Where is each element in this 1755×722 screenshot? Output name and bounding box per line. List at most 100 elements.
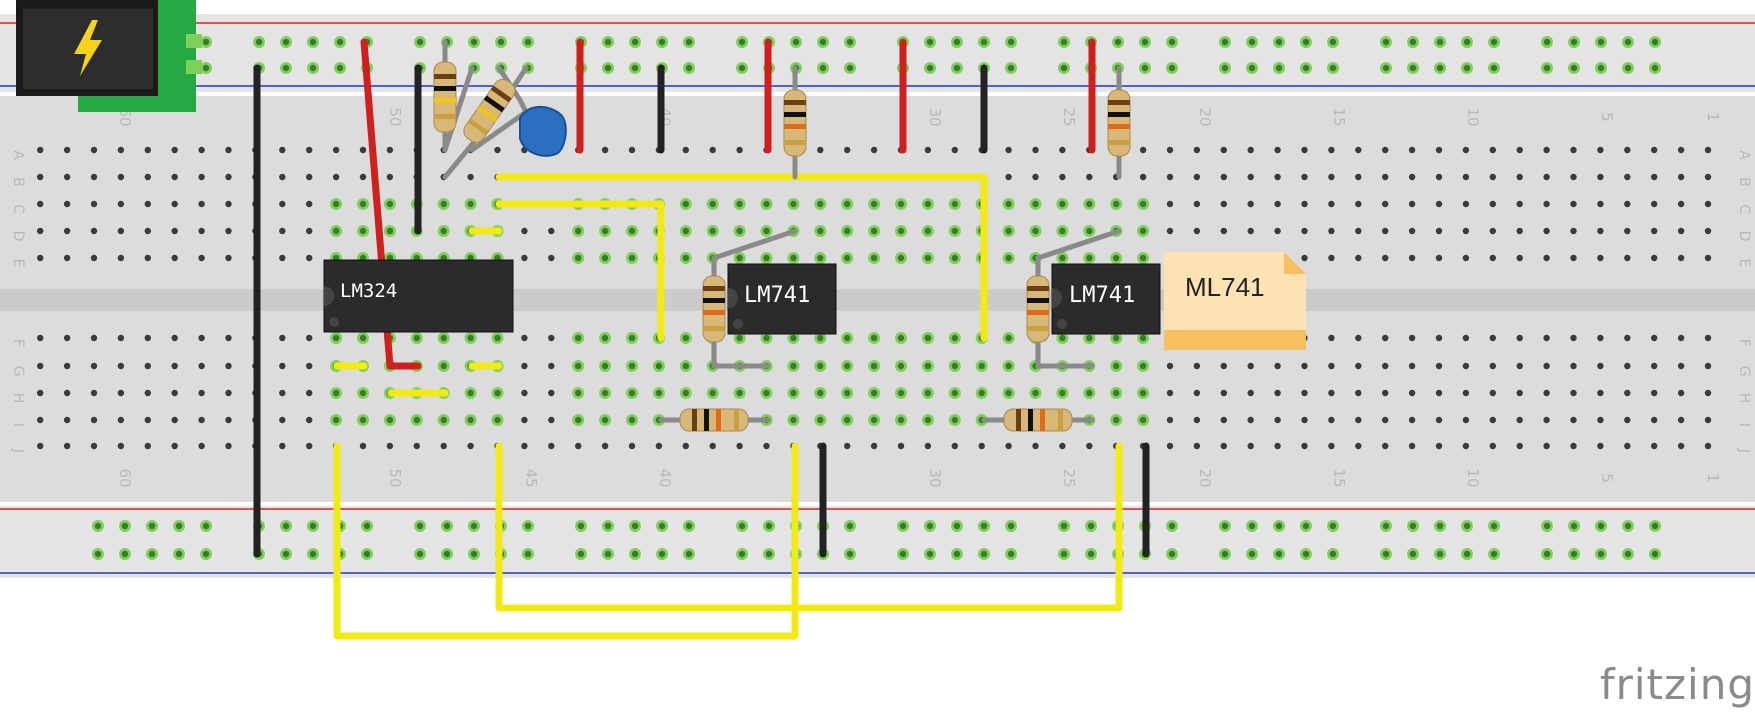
breadboard-hole[interactable]: [1570, 442, 1577, 450]
breadboard-hole[interactable]: [572, 360, 585, 372]
breadboard-hole[interactable]: [63, 389, 71, 397]
breadboard-hole[interactable]: [1110, 360, 1123, 372]
breadboard-hole[interactable]: [410, 414, 423, 426]
breadboard-hole[interactable]: [1516, 442, 1523, 450]
breadboard-hole[interactable]: [1541, 62, 1553, 74]
breadboard-hole[interactable]: [332, 173, 340, 181]
breadboard-hole[interactable]: [628, 442, 636, 450]
breadboard-hole[interactable]: [844, 442, 851, 450]
breadboard-hole[interactable]: [279, 334, 286, 342]
breadboard-hole[interactable]: [1488, 548, 1500, 560]
breadboard-hole[interactable]: [1355, 416, 1362, 424]
breadboard-hole[interactable]: [1570, 389, 1577, 397]
breadboard-hole[interactable]: [787, 360, 800, 372]
breadboard-hole[interactable]: [200, 520, 212, 532]
breadboard-hole[interactable]: [1083, 225, 1096, 237]
breadboard-hole[interactable]: [1193, 416, 1201, 424]
breadboard-hole[interactable]: [921, 225, 934, 237]
breadboard-hole[interactable]: [1651, 200, 1658, 208]
breadboard-hole[interactable]: [1462, 416, 1470, 424]
breadboard-hole[interactable]: [1434, 36, 1446, 48]
breadboard-hole[interactable]: [307, 548, 319, 560]
breadboard-hole[interactable]: [870, 146, 878, 154]
breadboard-hole[interactable]: [1355, 146, 1362, 154]
breadboard-hole[interactable]: [280, 62, 292, 74]
breadboard-hole[interactable]: [1193, 442, 1201, 450]
breadboard-hole[interactable]: [414, 36, 426, 48]
breadboard-hole[interactable]: [841, 252, 854, 264]
breadboard-hole[interactable]: [1649, 62, 1661, 74]
breadboard-hole[interactable]: [895, 360, 907, 372]
breadboard-hole[interactable]: [1382, 254, 1389, 262]
breadboard-hole[interactable]: [1110, 332, 1123, 344]
breadboard-hole[interactable]: [117, 173, 125, 181]
breadboard-hole[interactable]: [1056, 252, 1069, 264]
breadboard-hole[interactable]: [1624, 362, 1631, 370]
breadboard-hole[interactable]: [306, 389, 313, 397]
breadboard-hole[interactable]: [464, 414, 477, 426]
breadboard-hole[interactable]: [1110, 252, 1123, 264]
breadboard-hole[interactable]: [921, 387, 934, 399]
breadboard-hole[interactable]: [626, 252, 638, 264]
breadboard-hole[interactable]: [1462, 254, 1470, 262]
breadboard-hole[interactable]: [655, 442, 663, 450]
breadboard-hole[interactable]: [63, 442, 71, 450]
breadboard-hole[interactable]: [386, 146, 394, 154]
breadboard-hole[interactable]: [117, 442, 125, 450]
breadboard-hole[interactable]: [383, 414, 396, 426]
breadboard-hole[interactable]: [1166, 548, 1178, 560]
breadboard-hole[interactable]: [491, 387, 504, 399]
breadboard-hole[interactable]: [37, 200, 44, 208]
breadboard-hole[interactable]: [1058, 520, 1070, 532]
breadboard-hole[interactable]: [1677, 334, 1685, 342]
breadboard-hole[interactable]: [117, 227, 125, 235]
breadboard-hole[interactable]: [1139, 36, 1151, 48]
breadboard-hole[interactable]: [1408, 362, 1416, 370]
breadboard-hole[interactable]: [1704, 389, 1712, 397]
breadboard-hole[interactable]: [1032, 173, 1039, 181]
breadboard-hole[interactable]: [1595, 520, 1607, 532]
breadboard-hole[interactable]: [1166, 36, 1178, 48]
breadboard-hole[interactable]: [1597, 334, 1604, 342]
breadboard-hole[interactable]: [200, 62, 212, 74]
breadboard-hole[interactable]: [1085, 520, 1097, 532]
breadboard-hole[interactable]: [37, 334, 44, 342]
breadboard-hole[interactable]: [951, 62, 963, 74]
breadboard-hole[interactable]: [895, 387, 907, 399]
breadboard-hole[interactable]: [763, 548, 775, 560]
breadboard-hole[interactable]: [572, 387, 585, 399]
breadboard-hole[interactable]: [1489, 362, 1497, 370]
breadboard-hole[interactable]: [1005, 62, 1017, 74]
breadboard-hole[interactable]: [1649, 520, 1661, 532]
breadboard-hole[interactable]: [548, 227, 555, 235]
breadboard-hole[interactable]: [1355, 389, 1362, 397]
breadboard-hole[interactable]: [1624, 227, 1631, 235]
breadboard-hole[interactable]: [225, 146, 232, 154]
breadboard-hole[interactable]: [1328, 254, 1335, 262]
breadboard-hole[interactable]: [1704, 200, 1712, 208]
breadboard-hole[interactable]: [413, 442, 420, 450]
breadboard-hole[interactable]: [1112, 36, 1124, 48]
breadboard-hole[interactable]: [253, 36, 265, 48]
breadboard-hole[interactable]: [1247, 389, 1254, 397]
breadboard-hole[interactable]: [1382, 146, 1389, 154]
breadboard-hole[interactable]: [1139, 62, 1151, 74]
breadboard-hole[interactable]: [1166, 146, 1174, 154]
breadboard-hole[interactable]: [1488, 62, 1500, 74]
breadboard-hole[interactable]: [948, 225, 961, 237]
breadboard-hole[interactable]: [760, 225, 773, 237]
breadboard-hole[interactable]: [978, 520, 990, 532]
breadboard-hole[interactable]: [1543, 254, 1550, 262]
breadboard-hole[interactable]: [844, 36, 856, 48]
breadboard-hole[interactable]: [1382, 200, 1389, 208]
breadboard-hole[interactable]: [1461, 520, 1473, 532]
breadboard-hole[interactable]: [171, 362, 178, 370]
breadboard-hole[interactable]: [1327, 520, 1339, 532]
breadboard-hole[interactable]: [841, 198, 854, 210]
breadboard-hole[interactable]: [709, 442, 716, 450]
breadboard-hole[interactable]: [1220, 389, 1228, 397]
breadboard-hole[interactable]: [1489, 254, 1497, 262]
breadboard-hole[interactable]: [90, 200, 98, 208]
breadboard-hole[interactable]: [870, 442, 878, 450]
breadboard-hole[interactable]: [1328, 362, 1335, 370]
